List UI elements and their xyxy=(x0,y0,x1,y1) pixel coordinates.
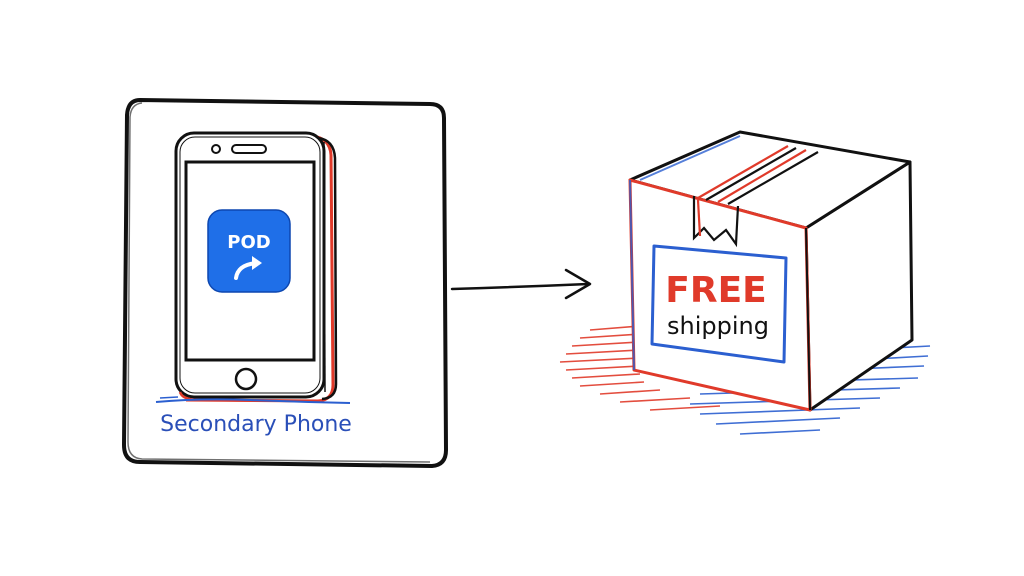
panel-frame xyxy=(122,98,448,468)
box-tape xyxy=(692,145,819,248)
phone-panel xyxy=(122,98,448,468)
app-icon-label: POD xyxy=(227,232,270,253)
phone-illustration: POD Secondary Phone xyxy=(155,131,352,437)
label-shipping: shipping xyxy=(667,312,769,340)
box-shadow-red xyxy=(559,325,721,411)
front-camera xyxy=(211,144,221,154)
phone-caption: Secondary Phone xyxy=(160,412,352,437)
label-free: FREE xyxy=(665,270,767,311)
pod-app-icon[interactable]: POD xyxy=(207,209,291,293)
home-button xyxy=(234,367,258,391)
share-arrow-icon xyxy=(234,256,262,280)
phone-speaker xyxy=(231,144,267,154)
shipping-box: FREE shipping xyxy=(559,130,931,435)
flow-arrow xyxy=(450,268,592,300)
free-shipping-label: FREE shipping xyxy=(650,244,788,364)
